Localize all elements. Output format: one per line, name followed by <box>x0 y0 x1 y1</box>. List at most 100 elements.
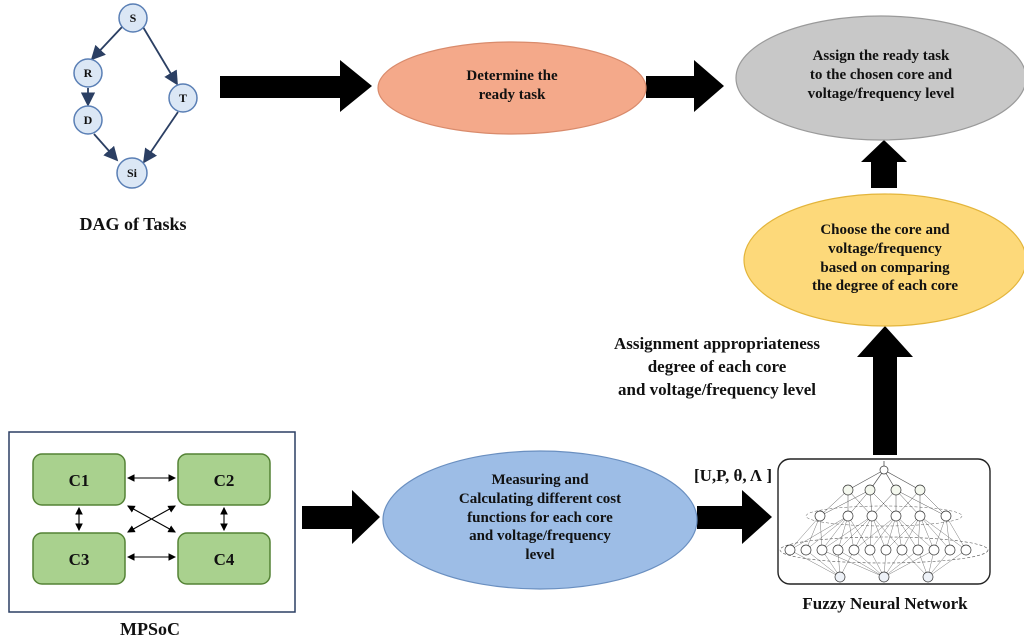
fnn-connection <box>871 515 903 551</box>
fnn-neuron <box>834 571 846 583</box>
arrow-fnn-to-choose <box>857 326 913 455</box>
arrow-choose-to-assign <box>861 140 907 188</box>
fnn-neuron <box>800 544 812 556</box>
core-c3: C3 <box>32 532 126 585</box>
fnn-connection <box>805 505 963 527</box>
fnn-connection <box>789 549 841 578</box>
arrow-dag-to-determine <box>220 60 372 112</box>
fnn-caption: Fuzzy Neural Network <box>802 594 968 613</box>
appropriateness-label: Assignment appropriateness degree of eac… <box>613 334 821 399</box>
fnn-neuron <box>848 544 860 556</box>
fnn-neuron <box>928 544 940 556</box>
fnn-neuron <box>816 544 828 556</box>
fnn-neuron <box>890 484 902 496</box>
dag-edge-t-si <box>142 111 179 164</box>
fnn-neuron <box>864 484 876 496</box>
choose-ellipse <box>743 193 1024 327</box>
dag-edge-d-si <box>93 133 119 162</box>
fnn-neuron <box>832 544 844 556</box>
fnn-connection <box>821 515 849 551</box>
dag-node-d-label: D <box>84 113 93 127</box>
fnn-connection <box>869 489 897 517</box>
fnn-connection <box>847 469 885 491</box>
fnn-connection <box>847 515 855 551</box>
fnn-connection <box>819 489 849 517</box>
dag-caption: DAG of Tasks <box>79 214 187 234</box>
core-c1-label: C1 <box>69 471 90 490</box>
fnn-connection <box>821 549 885 578</box>
fnn-network-figure <box>779 461 989 583</box>
dag-node-si-label: Si <box>127 166 138 180</box>
fnn-connection <box>869 515 897 551</box>
arrow-measure-to-fnn <box>697 490 772 544</box>
assign-step-text: Assign the ready task to the chosen core… <box>807 48 955 102</box>
fnn-connection <box>895 515 903 551</box>
dag-edge-s-r <box>90 26 123 61</box>
fnn-neuron <box>914 510 926 522</box>
link-c2-c3 <box>127 505 176 533</box>
fnn-neuron <box>880 544 892 556</box>
dag-node-r: R <box>73 58 103 88</box>
choose-step-text: Choose the core and voltage/frequency ba… <box>811 222 959 295</box>
fnn-connection <box>917 515 921 551</box>
fnn-connection <box>869 515 873 551</box>
fnn-connection <box>883 469 921 491</box>
determine-ellipse <box>377 41 647 135</box>
fnn-connection <box>919 515 967 551</box>
fnn-connection <box>789 515 849 551</box>
arrow-determine-to-assign <box>646 60 724 112</box>
fnn-connection <box>821 515 873 551</box>
fnn-neuron <box>912 544 924 556</box>
core-c2-label: C2 <box>214 471 235 490</box>
fnn-connection <box>853 549 885 578</box>
fnn-neuron <box>878 571 890 583</box>
fnn-neuron <box>879 465 889 475</box>
dag-node-t-label: T <box>179 91 187 105</box>
fnn-neuron <box>866 510 878 522</box>
fnn-connection <box>883 549 935 578</box>
measure-step-text: Measuring and Calculating different cost… <box>458 472 622 563</box>
fnn-connection <box>871 515 887 551</box>
core-c3-label: C3 <box>69 550 90 569</box>
dag-node-t: T <box>168 83 198 113</box>
fnn-connection <box>853 515 897 551</box>
fnn-connection <box>895 489 921 517</box>
fnn-neuron <box>784 544 796 556</box>
fnn-connection <box>837 549 885 578</box>
fnn-connection <box>895 515 919 551</box>
fnn-connection <box>805 515 821 551</box>
fnn-connection <box>837 515 873 551</box>
core-links <box>75 474 228 561</box>
dag-node-s-label: S <box>130 11 137 25</box>
fnn-connection <box>885 515 921 551</box>
fnn-frame <box>777 458 991 585</box>
core-c2: C2 <box>177 453 271 506</box>
inputs-vector-label: [U,P, θ, Λ ] <box>693 466 773 485</box>
dag-node-d: D <box>73 105 103 135</box>
measure-ellipse <box>382 450 698 590</box>
fnn-neuron <box>940 510 952 522</box>
fnn-connection <box>927 549 967 578</box>
dag-node-r-label: R <box>84 66 93 80</box>
fnn-neuron <box>914 484 926 496</box>
fnn-connection <box>853 515 873 551</box>
dag-node-s: S <box>118 3 148 33</box>
fnn-neuron <box>814 510 826 522</box>
dag-edge-s-t <box>142 26 178 86</box>
fnn-connection <box>847 515 871 551</box>
arrow-mpsoc-to-measure <box>302 490 380 544</box>
assign-ellipse <box>735 15 1024 141</box>
core-c1: C1 <box>32 453 126 506</box>
fnn-connection <box>919 515 935 551</box>
fnn-neuron <box>922 571 934 583</box>
fnn-neuron <box>864 544 876 556</box>
dag-node-si: Si <box>116 157 148 189</box>
fnn-neuron <box>944 544 956 556</box>
fnn-connection <box>805 549 841 578</box>
fnn-connection <box>789 515 821 551</box>
fnn-connection <box>945 515 951 551</box>
fnn-connection <box>919 515 951 551</box>
fnn-connection <box>919 489 947 517</box>
fnn-neuron <box>896 544 908 556</box>
mpsoc-caption: MPSoC <box>120 619 180 639</box>
